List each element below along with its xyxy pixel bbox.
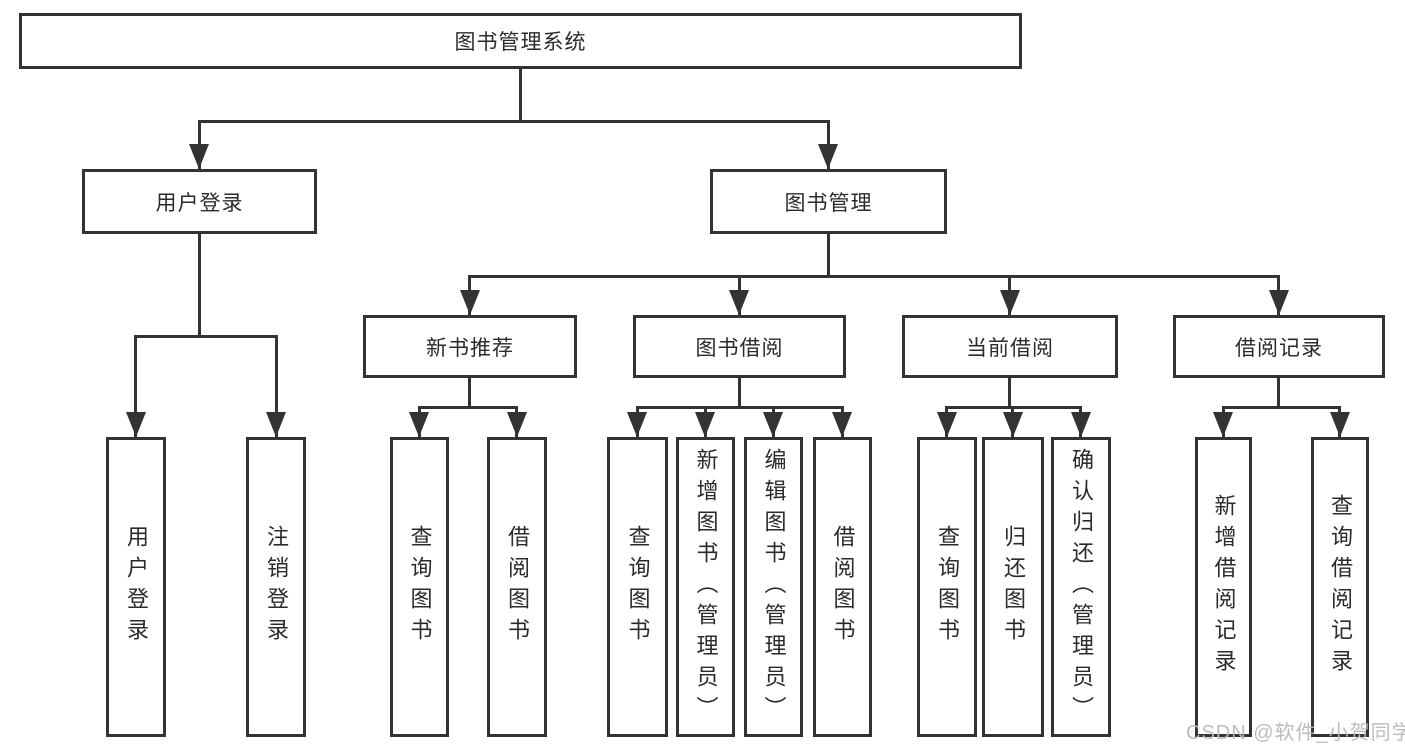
arrow-down-icon (1003, 412, 1023, 437)
connector-line (1008, 378, 1011, 406)
arrow-down-icon (1330, 412, 1350, 437)
node-borrow-records: 借阅记录 (1173, 315, 1385, 378)
arrow-down-icon (1071, 412, 1091, 437)
arrow-down-icon (460, 290, 480, 315)
leaf-current-return-book: 归还图书 (982, 437, 1044, 737)
arrow-down-icon (729, 290, 749, 315)
node-user-login: 用户登录 (82, 169, 317, 234)
connector-line (519, 68, 522, 120)
connector-line (637, 406, 843, 409)
node-library-management-system: 图书管理系统 (19, 13, 1022, 69)
connector-line (947, 406, 1081, 409)
node-new-book-recommend: 新书推荐 (363, 315, 577, 378)
arrow-down-icon (818, 144, 838, 169)
leaf-user-login: 用户登录 (106, 437, 166, 737)
leaf-current-query-book: 查询图书 (917, 437, 977, 737)
arrow-down-icon (695, 412, 715, 437)
connector-line (827, 234, 830, 275)
leaf-records-query-record: 查询借阅记录 (1311, 437, 1369, 737)
leaf-current-confirm-return-admin: 确认归还（管理员） (1051, 437, 1111, 737)
connector-line (469, 275, 1280, 278)
connector-line (275, 335, 278, 437)
arrow-down-icon (266, 412, 286, 437)
arrow-down-icon (409, 412, 429, 437)
leaf-borrowing-add-book-admin: 新增图书（管理员） (676, 437, 735, 737)
leaf-recommend-borrow-book: 借阅图书 (487, 437, 547, 737)
connector-line (1223, 406, 1340, 409)
leaf-recommend-query-book: 查询图书 (390, 437, 449, 737)
connector-line (468, 378, 471, 406)
arrow-down-icon (937, 412, 957, 437)
arrow-down-icon (1269, 290, 1289, 315)
arrow-down-icon (763, 412, 783, 437)
connector-line (198, 234, 201, 335)
node-current-borrowing: 当前借阅 (902, 315, 1118, 378)
leaf-borrowing-borrow-book: 借阅图书 (813, 437, 872, 737)
arrow-down-icon (832, 412, 852, 437)
arrow-down-icon (126, 412, 146, 437)
node-book-borrowing: 图书借阅 (633, 315, 846, 378)
leaf-records-add-record: 新增借阅记录 (1195, 437, 1252, 737)
connector-line (1277, 378, 1280, 406)
connector-line (134, 335, 276, 338)
connector-line (198, 120, 830, 123)
leaf-borrowing-query-book: 查询图书 (607, 437, 668, 737)
arrow-down-icon (627, 412, 647, 437)
arrow-down-icon (1213, 412, 1233, 437)
arrow-down-icon (1000, 290, 1020, 315)
node-book-management: 图书管理 (710, 169, 947, 234)
arrow-down-icon (189, 144, 209, 169)
connector-line (134, 335, 137, 437)
connector-line (419, 406, 517, 409)
arrow-down-icon (507, 412, 527, 437)
leaf-logout: 注销登录 (246, 437, 306, 737)
csdn-watermark: CSDN @软件_小贺同学 (1186, 722, 1405, 744)
connector-line (738, 378, 741, 406)
leaf-borrowing-edit-book-admin: 编辑图书（管理员） (744, 437, 803, 737)
